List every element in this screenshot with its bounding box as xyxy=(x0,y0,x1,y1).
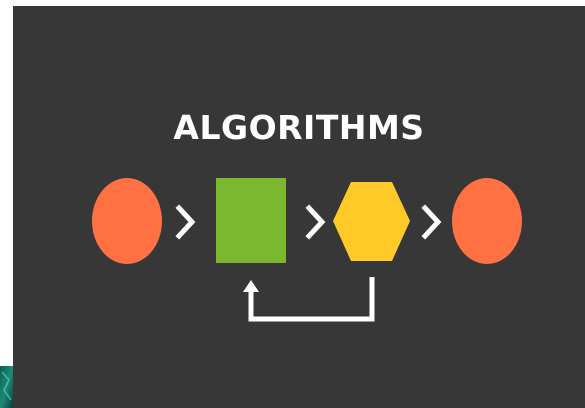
start-node-circle xyxy=(92,178,162,264)
process-node-rectangle xyxy=(216,178,286,263)
chevron-right-icon xyxy=(421,204,442,240)
end-node-circle xyxy=(452,178,522,264)
partial-background-image xyxy=(0,366,13,408)
chevron-right-icon xyxy=(305,204,326,240)
loop-back-arrow-icon xyxy=(243,277,375,322)
decision-node-hexagon xyxy=(333,182,410,261)
chevron-right-icon xyxy=(175,204,196,240)
diagram-title: ALGORITHMS xyxy=(173,108,425,147)
